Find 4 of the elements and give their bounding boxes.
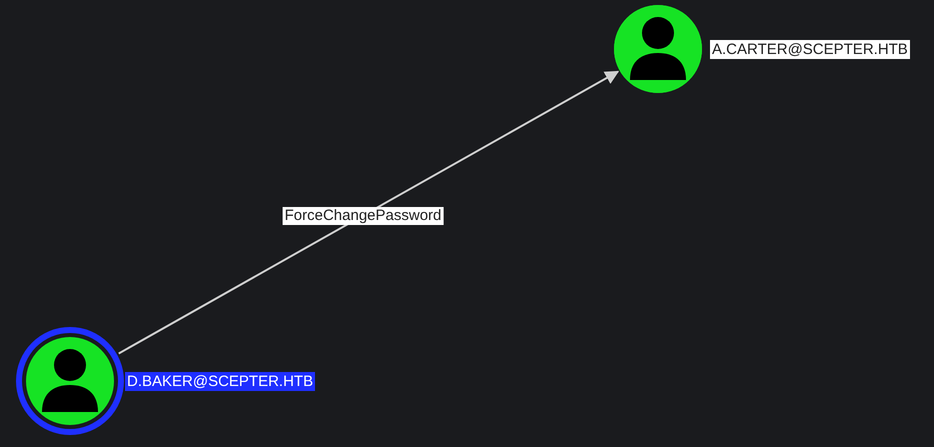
- edge-label: ForceChangePassword: [282, 207, 444, 225]
- node-label: D.BAKER@SCEPTER.HTB: [125, 372, 316, 391]
- node-label: A.CARTER@SCEPTER.HTB: [710, 40, 910, 59]
- arrow: [118, 70, 620, 354]
